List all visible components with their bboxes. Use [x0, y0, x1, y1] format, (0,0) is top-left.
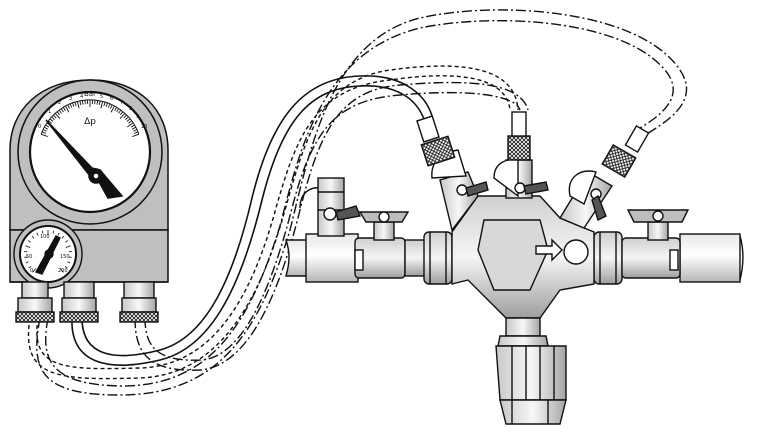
small-gauge-num-200: 200 — [58, 268, 68, 274]
test-port-2 — [494, 112, 548, 198]
main-gauge-num-3: 3 — [69, 96, 72, 102]
pipe-inlet-test-valve — [300, 178, 360, 236]
right-ball-valve — [628, 210, 688, 240]
gauge-connector-2 — [60, 282, 98, 322]
main-gauge-num-4: 4 — [80, 94, 83, 100]
gauge-tick — [82, 101, 83, 105]
main-gauge-num-9: 9 — [136, 114, 139, 120]
gauge-connector-1 — [16, 282, 54, 322]
drain-funnel — [496, 346, 566, 400]
gauge-connector-3 — [120, 282, 158, 322]
main-gauge-num-1: 1 — [48, 109, 51, 115]
main-gauge-num-7: 7 — [120, 100, 123, 106]
main-gauge-symbol: Δp — [84, 117, 96, 127]
small-pressure-gauge: 100 150 200 50 0 — [14, 220, 82, 288]
main-gauge-num-6: 6 — [110, 96, 113, 102]
small-gauge-num-150: 150 — [60, 254, 70, 260]
main-gauge-unit: Bar — [84, 90, 96, 98]
main-gauge-num-8: 8 — [129, 106, 132, 112]
small-gauge-num-0: 0 — [30, 268, 33, 274]
main-gauge-num-0: 0 — [38, 124, 41, 130]
main-gauge-num-2: 2 — [58, 100, 61, 106]
backflow-preventer-body — [452, 196, 594, 424]
small-gauge-num-100: 100 — [40, 234, 50, 240]
gauge-tick — [97, 101, 98, 105]
small-gauge-num-50: 50 — [26, 254, 32, 260]
main-gauge-num-10: 10 — [141, 124, 147, 130]
main-gauge-num-5: 5 — [100, 94, 103, 100]
left-ball-valve — [360, 212, 408, 240]
